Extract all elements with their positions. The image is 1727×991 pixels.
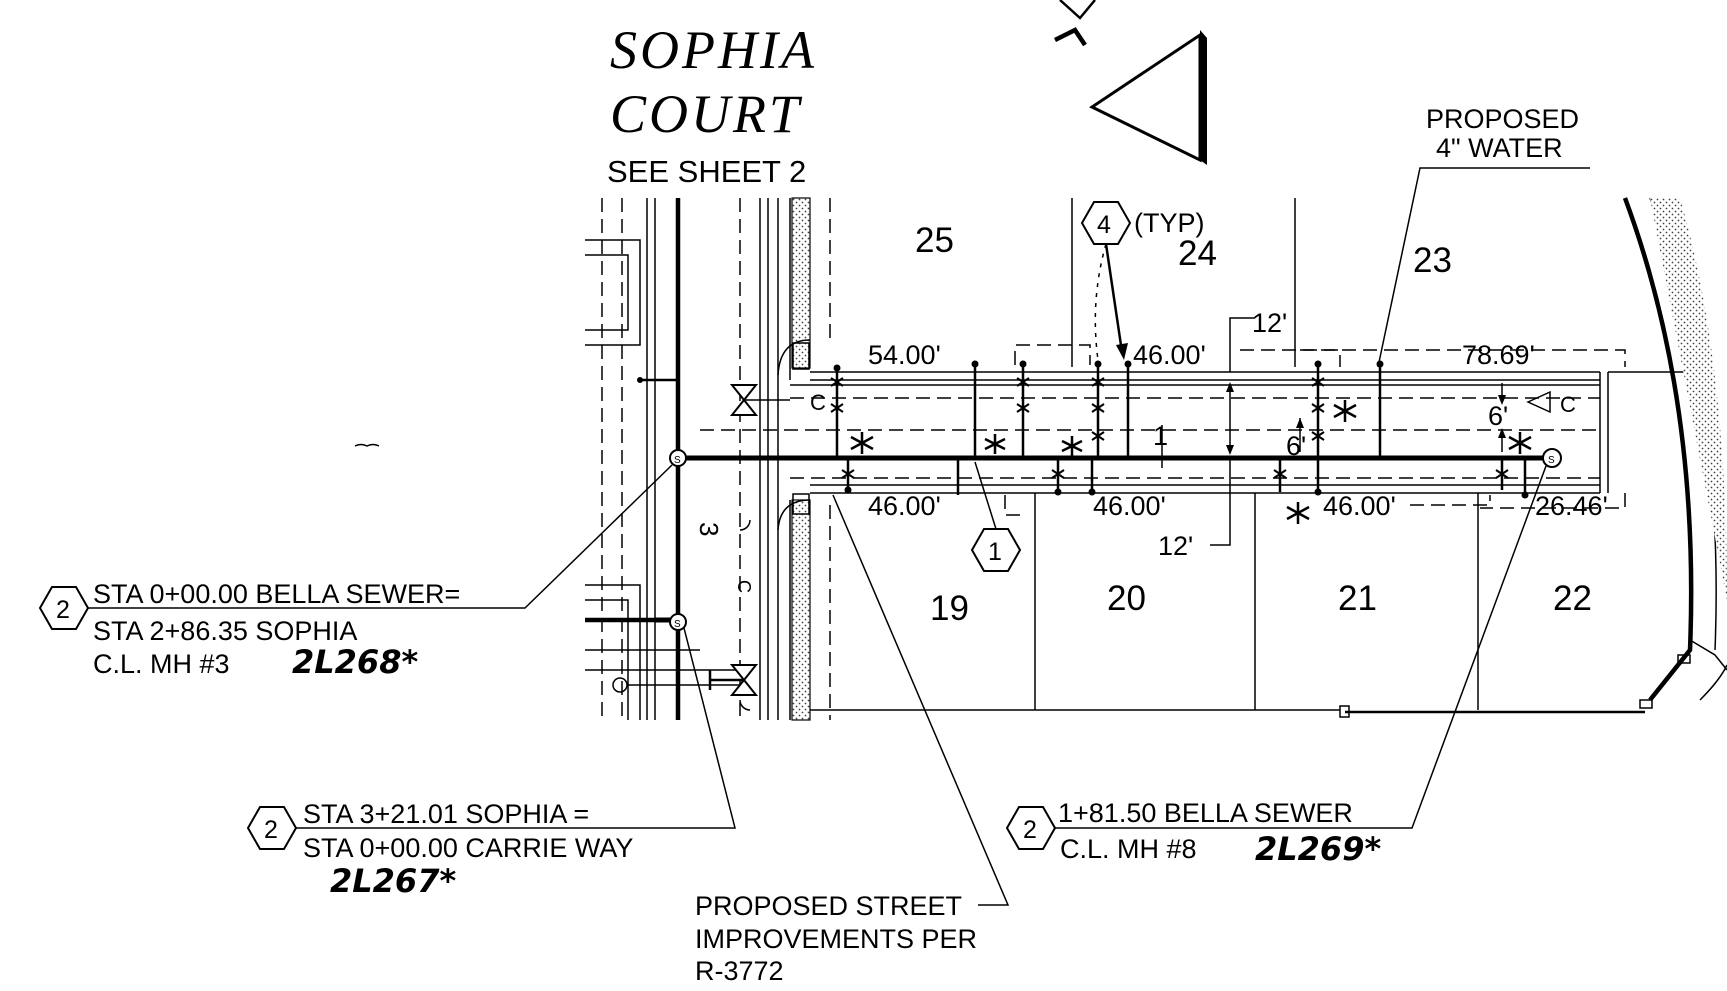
- street-improvements-line1: PROPOSED STREET: [695, 891, 962, 921]
- station-2-line1: STA 3+21.01 SOPHIA =: [303, 799, 589, 829]
- station-1-line2: STA 2+86.35 SOPHIA: [93, 616, 357, 646]
- water-line-2: 4" WATER: [1436, 133, 1563, 163]
- dim-top-1: 54.00': [868, 340, 941, 370]
- typ-callout-number: 4: [1097, 211, 1111, 239]
- manhole-icon: S: [669, 449, 687, 467]
- north-arrow-icon: [1053, 0, 1207, 165]
- offset-6-right: 6': [1488, 401, 1508, 431]
- water-line-1: PROPOSED: [1426, 104, 1579, 134]
- dimension-text: 54.00' 46.00' 78.69' 46.00' 46.00' 46.00…: [868, 308, 1608, 561]
- lot-23: 23: [1413, 241, 1452, 280]
- vertical-line-label: 3: [694, 522, 724, 536]
- manhole-icon: S: [669, 613, 687, 631]
- valve-icon: [708, 664, 759, 696]
- svg-text:C: C: [810, 390, 826, 415]
- street-improvements-callout: PROPOSED STREET IMPROVEMENTS PER R-3772: [695, 494, 1010, 986]
- bella-street-roadway: C C: [700, 197, 1727, 709]
- dim-bottom-3: 46.00': [1323, 491, 1396, 521]
- sewer-laterals: [830, 360, 1532, 524]
- offset-bottom-12: 12': [1158, 531, 1193, 561]
- manhole-label: S: [674, 619, 681, 630]
- callout-hexagon: [970, 528, 1022, 572]
- street-name-line1: SOPHIA: [610, 20, 817, 80]
- station-3-line1: 1+81.50 BELLA SEWER: [1058, 798, 1353, 828]
- manhole-label: S: [1548, 455, 1555, 466]
- station-2-handwritten: 2L267*: [330, 862, 456, 900]
- callout-hexagon: [1080, 201, 1132, 245]
- item-one-callout: 1: [970, 461, 1022, 572]
- station-1-line1: STA 0+00.00 BELLA SEWER=: [93, 579, 460, 609]
- street-title: SOPHIA COURT SEE SHEET 2: [607, 20, 817, 189]
- station-1-line3: C.L. MH #3: [93, 649, 230, 679]
- station-2-number: 2: [264, 816, 278, 844]
- lot-25: 25: [915, 221, 954, 260]
- street-improvements-line3: R-3772: [695, 956, 784, 986]
- typ-callout-text: (TYP): [1134, 208, 1205, 238]
- station-callout-1: 2 STA 0+00.00 BELLA SEWER= STA 2+86.35 S…: [38, 464, 673, 681]
- lot-21: 21: [1338, 579, 1377, 618]
- typical-callout: 4 (TYP): [1080, 201, 1205, 361]
- station-3-handwritten: 2L269*: [1255, 830, 1381, 868]
- offset-top-12: 12': [1252, 308, 1287, 338]
- lot-numbers: 25 24 23 19 20 21 22: [915, 221, 1592, 628]
- svg-text:C: C: [734, 580, 754, 593]
- dim-top-3: 78.69': [1462, 340, 1535, 370]
- station-3-line2: C.L. MH #8: [1060, 834, 1197, 864]
- center-line-label: 1: [1153, 421, 1168, 451]
- lot-19: 19: [930, 589, 969, 628]
- street-improvements-line2: IMPROVEMENTS PER: [695, 924, 977, 954]
- lot-22: 22: [1553, 579, 1592, 618]
- station-1-number: 2: [56, 596, 70, 624]
- proposed-water-callout: PROPOSED 4" WATER: [1377, 104, 1590, 368]
- manhole-label: S: [674, 455, 681, 466]
- station-3-number: 2: [1023, 816, 1037, 844]
- street-name-line2: COURT: [610, 84, 803, 144]
- station-callout-3: 2 1+81.50 BELLA SEWER C.L. MH #8 2L269*: [1005, 465, 1547, 868]
- dim-bottom-4: 26.46': [1535, 491, 1608, 521]
- sophia-court-roadway: 3 C: [585, 197, 831, 721]
- lot-24: 24: [1178, 234, 1217, 273]
- offset-6-left: 6': [1286, 431, 1306, 461]
- manhole-icon: S: [1542, 448, 1562, 468]
- svg-text:C: C: [1560, 392, 1576, 417]
- item-one-number: 1: [988, 538, 1002, 566]
- see-sheet-label: SEE SHEET 2: [607, 154, 806, 189]
- dim-top-2: 46.00': [1133, 340, 1206, 370]
- dim-bottom-1: 46.00': [868, 491, 941, 521]
- lot-20: 20: [1107, 579, 1146, 618]
- lot-lines: [810, 198, 1645, 718]
- valve-icon: [729, 384, 790, 416]
- station-1-handwritten: 2L268*: [292, 643, 418, 681]
- dimension-lines: [1161, 317, 1506, 546]
- station-callout-2: 2 STA 3+21.01 SOPHIA = STA 0+00.00 CARRI…: [246, 627, 736, 900]
- dim-bottom-2: 46.00': [1093, 491, 1166, 521]
- station-2-line2: STA 0+00.00 CARRIE WAY: [303, 833, 633, 863]
